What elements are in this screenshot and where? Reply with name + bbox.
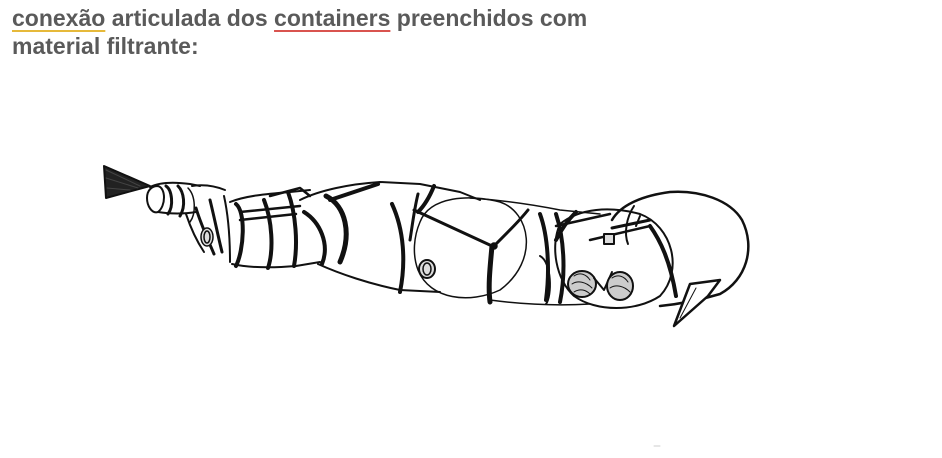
front-small-segments <box>146 181 231 263</box>
container-segment-4 <box>413 197 601 306</box>
front-coupling <box>200 227 214 247</box>
rear-fin <box>672 278 722 328</box>
container-segment-2 <box>229 186 321 270</box>
heading-word-conexao: conexão <box>12 5 106 31</box>
heading-line-2: material filtrante: <box>12 33 199 59</box>
heading-line-1: conexão articulada dos containers preenc… <box>12 4 712 32</box>
front-tip <box>103 165 151 199</box>
container-segment-5 <box>539 208 674 309</box>
container-segment-6 <box>610 190 750 308</box>
heading-text-segment: preenchidos com <box>390 5 588 31</box>
heading-word-containers: containers <box>274 5 391 31</box>
container-segment-3 <box>299 181 494 294</box>
page-heading: conexão articulada dos containers preenc… <box>12 4 712 60</box>
heading-text-segment: articulada dos <box>105 5 275 31</box>
